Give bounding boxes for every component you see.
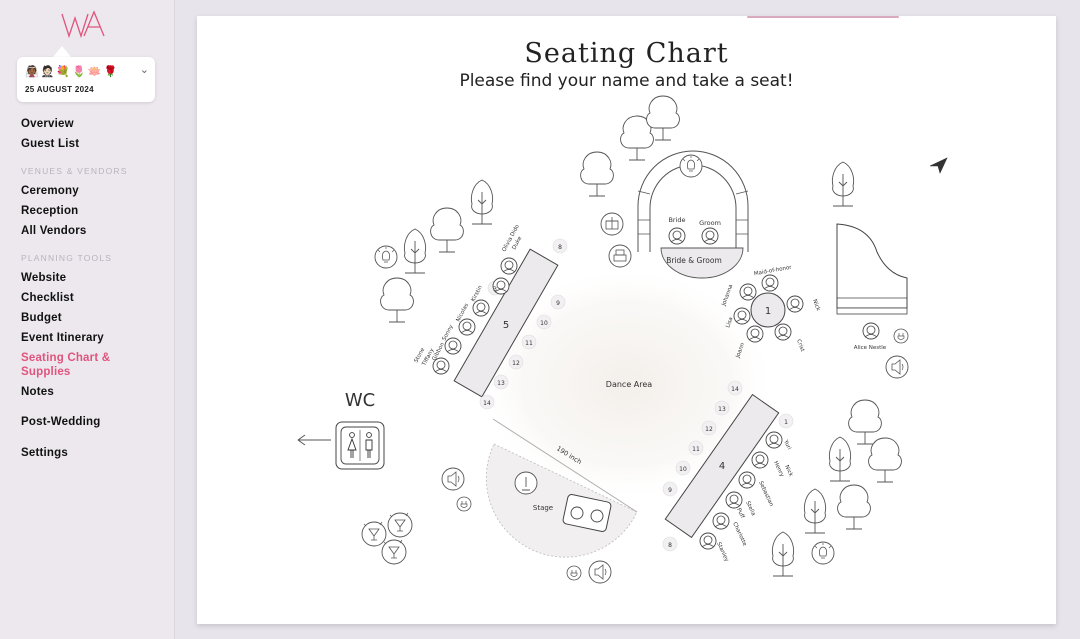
card-pointer [53,46,71,57]
piano-guest-seat [862,322,880,340]
table-4-guest: Charlotte [731,521,747,547]
table-1-guest: Nick [811,299,821,313]
table-1-guest: Crist [795,339,805,354]
table-4-seat-number: 9 [668,487,672,494]
nav-post-wedding[interactable]: Post-Wedding [21,416,101,428]
nav-budget[interactable]: Budget [21,312,62,324]
chart-title: Seating Chart [524,38,729,69]
chevron-down-icon[interactable]: ⌄ [139,64,149,76]
nav-all-vendors[interactable]: All Vendors [21,225,87,237]
nav-checklist[interactable]: Checklist [21,292,74,304]
light-bulb-icon [811,541,835,565]
logo[interactable] [60,8,112,40]
table-4-seat-number: 1 [784,419,788,426]
table-4-seat-number: 11 [692,446,700,453]
wc-label: WC [345,390,375,411]
nav-seating-chart[interactable]: Seating Chart & Supplies [21,351,110,379]
table-4-seat-number: 8 [668,542,672,549]
table-4-guest: Nick [783,464,794,478]
nav-settings[interactable]: Settings [21,447,68,459]
bride-label: Bride [668,216,685,224]
plug-icon [566,565,582,581]
table-5-seat-number: 14 [483,400,491,407]
table-5-seat-number: 3 [493,286,497,293]
table-5-seat-number: 9 [556,300,560,307]
table-4-seat-number: 14 [731,386,739,393]
distance-line [492,418,638,513]
arrow-left-icon [297,434,331,446]
table-4-seat-number: 13 [718,406,726,413]
paper-plane-icon [929,157,948,174]
table-5-seat-number: 8 [558,244,562,251]
nav-seating-chart-line1: Seating Chart & [21,352,111,364]
table-5 [432,238,568,410]
light-bulb-icon [374,245,398,269]
nav-reception[interactable]: Reception [21,205,79,217]
dj-deck-icon [562,493,612,533]
restroom-icon [335,421,385,470]
table-4-guest: Puff [735,507,745,519]
table-4-guest: Henry [772,460,785,478]
sidebar: 👰🏾🤵🏻💐🌷🪷🌹 ⌄ 25 AUGUST 2024 Overview Guest… [0,0,175,639]
head-table-label: Bride & Groom [666,256,722,265]
head-table [660,227,744,279]
table-4-number: 4 [719,461,725,472]
table-1-number: 1 [765,306,771,317]
table-5-seat-number: 10 [540,320,548,327]
drinks-icon [387,512,413,538]
chart-subtitle: Please find your name and take a seat! [459,71,794,91]
drinks-icon [361,521,387,547]
wedding-selector[interactable]: 👰🏾🤵🏻💐🌷🪷🌹 ⌄ 25 AUGUST 2024 [17,57,155,102]
nav-seating-chart-line2: Supplies [21,366,71,378]
speaker-icon [885,355,909,379]
seating-chart-canvas: Seating Chart Please find your name and … [197,16,1056,624]
couple-emoji-row: 👰🏾🤵🏻💐🌷🪷🌹 [25,66,120,78]
ceremony-arch [637,150,749,252]
table-4-guest: Yuri [782,438,792,451]
speaker-icon [441,467,465,491]
section-venues-vendors: VENUES & VENDORS [21,166,128,176]
nav-event-itinerary[interactable]: Event Itinerary [21,332,104,344]
cake-icon [608,244,632,268]
nav-notes[interactable]: Notes [21,386,54,398]
seating-layout: Dance Area [297,95,948,584]
section-planning-tools: PLANNING TOOLS [21,253,113,263]
table-4-seat-number: 10 [679,466,687,473]
table-4-seat-number: 12 [705,426,713,433]
top-accent-bar [747,16,899,18]
nav-guest-list[interactable]: Guest List [21,138,80,150]
table-1-guest: Joann [735,342,746,360]
piano-icon [836,223,908,315]
dance-floor [477,266,777,502]
plug-icon [893,328,909,344]
gift-icon [600,212,624,236]
nav-overview[interactable]: Overview [21,118,74,130]
table-1 [733,274,804,343]
table-1-guest: Lisa [725,316,734,328]
nav-website[interactable]: Website [21,272,67,284]
table-5-number: 5 [503,320,509,331]
plug-icon [456,496,472,512]
table-5-seat-number: 11 [525,340,533,347]
speaker-icon [588,560,612,584]
stage [485,443,638,558]
wedding-date: 25 AUGUST 2024 [25,85,94,94]
table-4-guest: Sebastian [757,480,774,508]
table-5-seat-number: 12 [512,360,520,367]
dance-area-label: Dance Area [606,380,653,389]
table-4-guest: Stanley [715,541,729,563]
piano-guest-name: Alice Nestle [854,345,887,351]
stage-label: Stage [533,504,553,512]
nav-ceremony[interactable]: Ceremony [21,185,79,197]
table-5-seat-number: 13 [497,380,505,387]
table-4-guest: Stella [744,500,756,517]
drinks-icon [381,539,407,565]
groom-label: Groom [699,219,721,227]
table-4 [662,380,794,552]
